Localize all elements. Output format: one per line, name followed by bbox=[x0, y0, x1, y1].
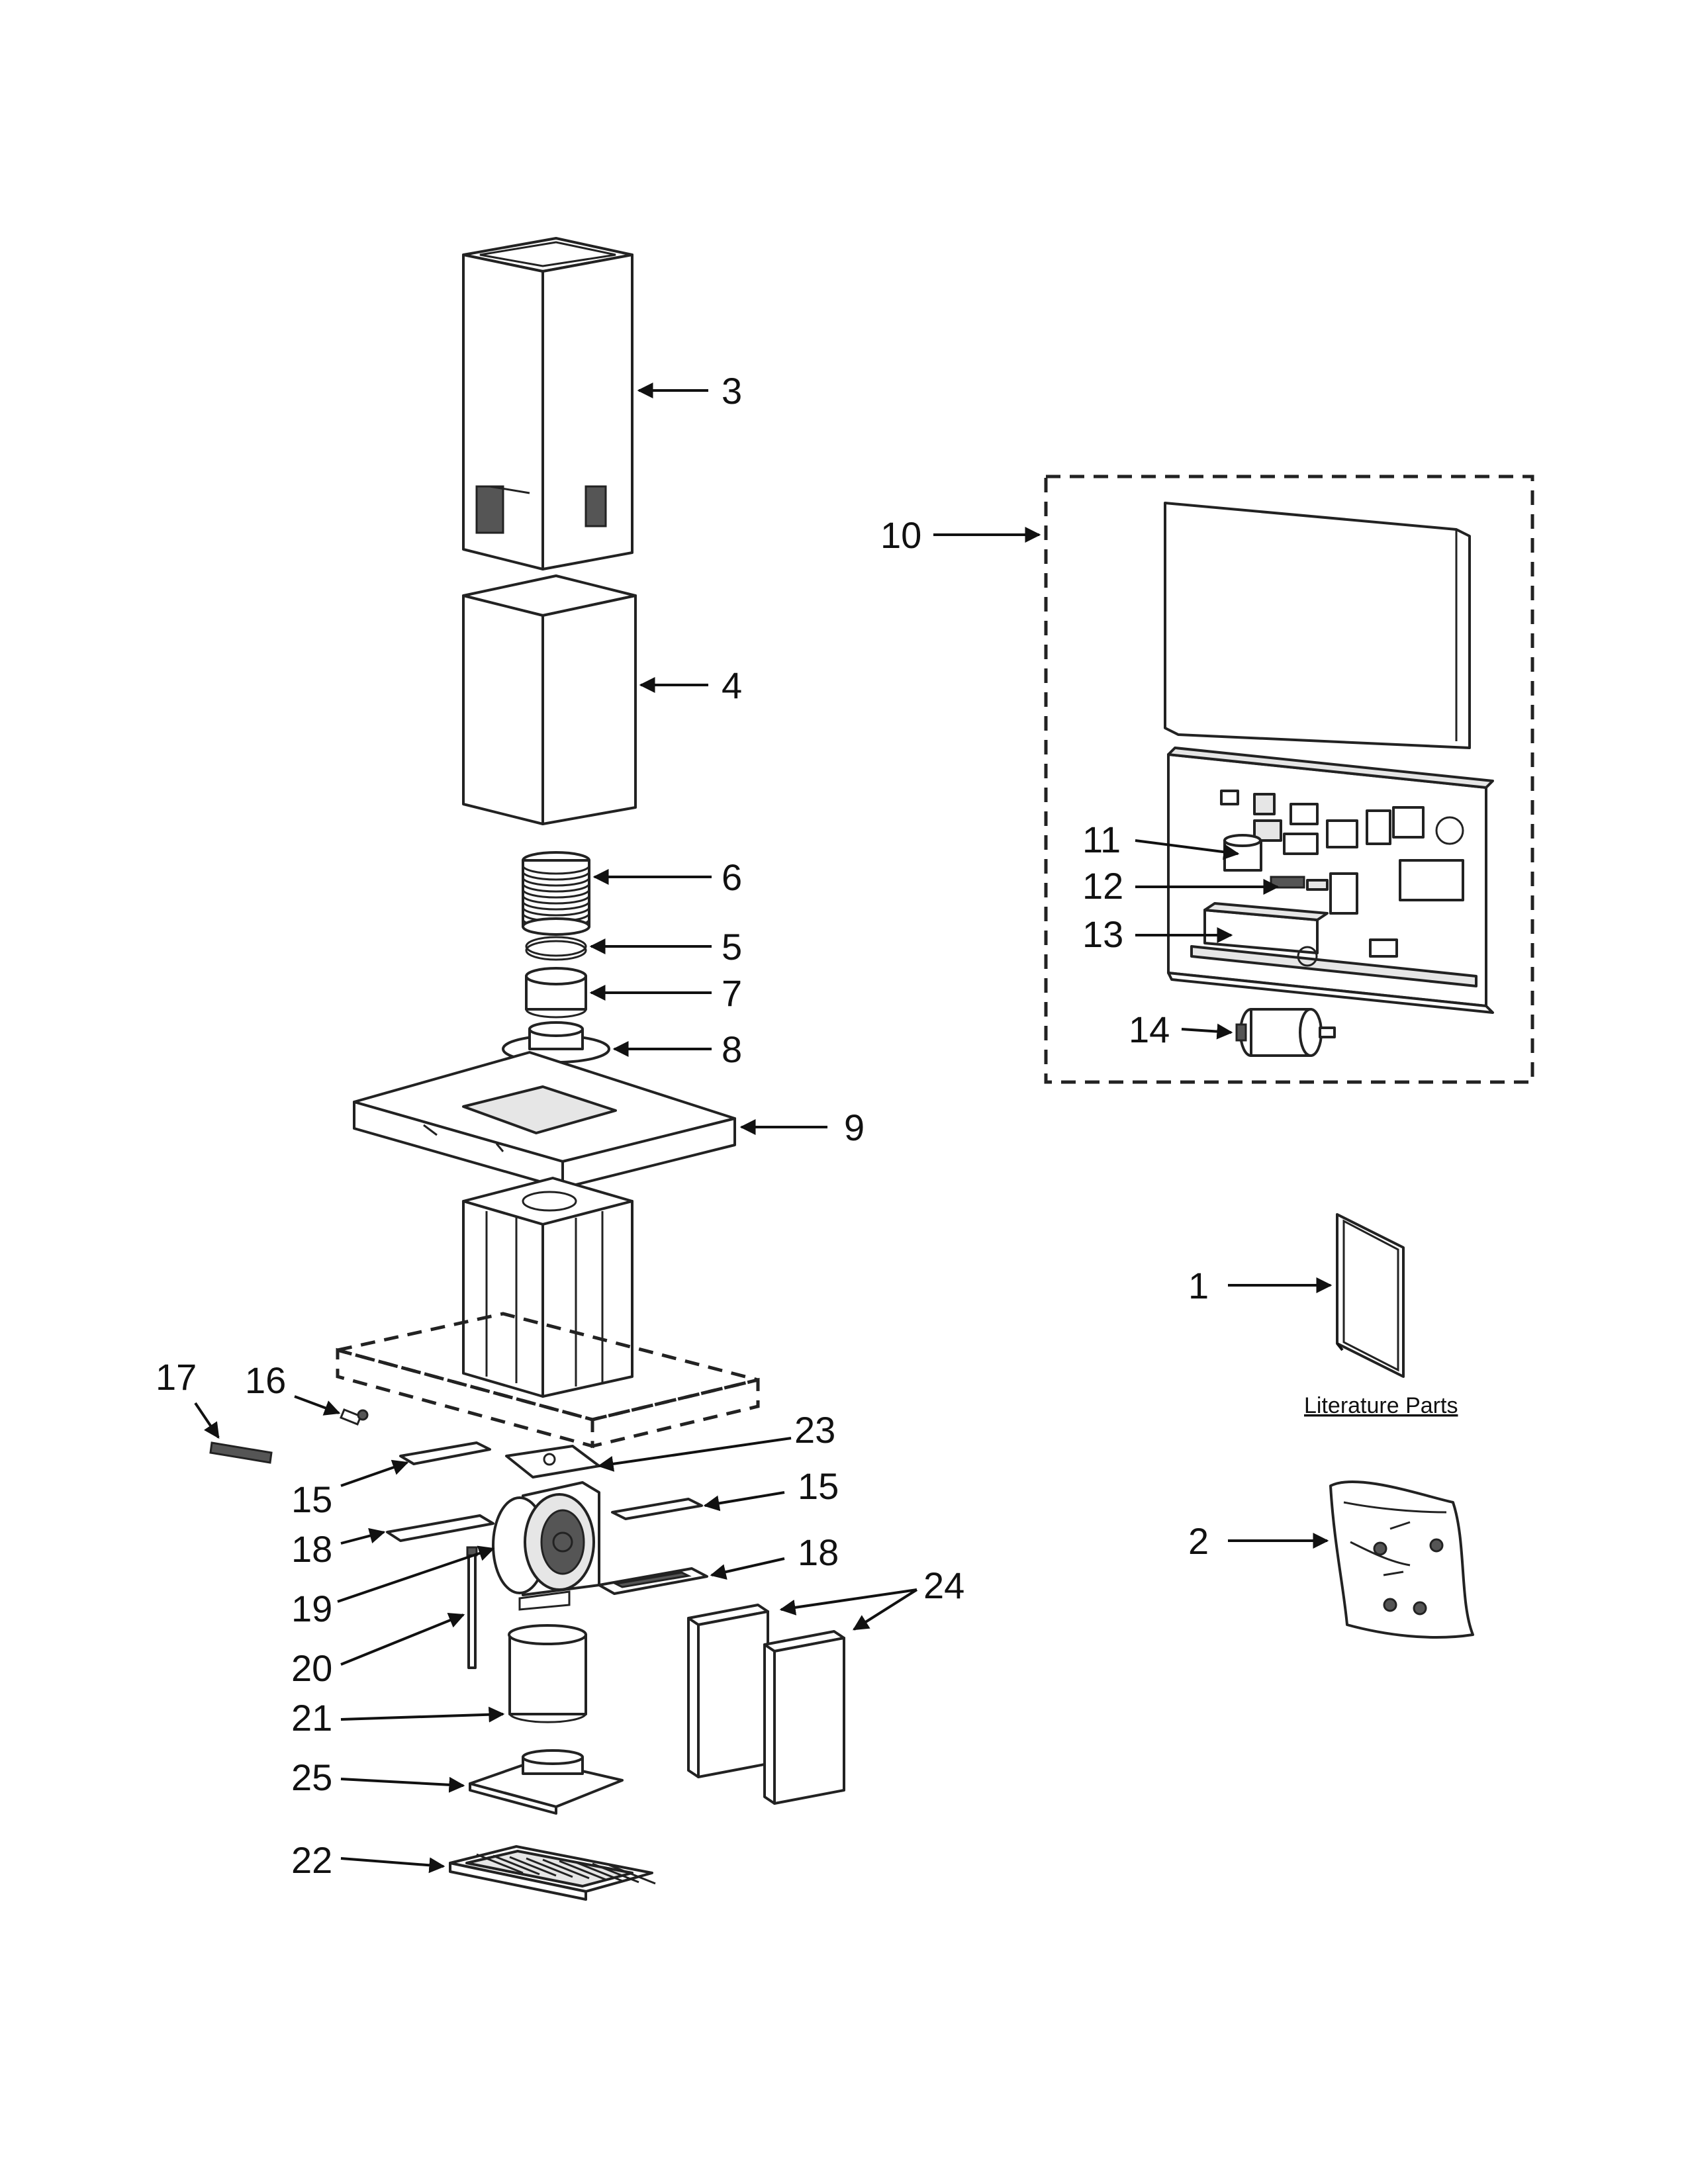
callout-15-right: 15 bbox=[798, 1465, 839, 1507]
callout-2: 2 bbox=[1188, 1520, 1209, 1562]
callout-21: 21 bbox=[291, 1697, 332, 1739]
part-filter-left bbox=[386, 1514, 494, 1542]
callout-23: 23 bbox=[794, 1409, 835, 1451]
callout-5: 5 bbox=[722, 926, 742, 968]
callout-9: 9 bbox=[844, 1107, 865, 1148]
part-electrical-cover bbox=[1164, 502, 1471, 749]
callout-8: 8 bbox=[722, 1028, 742, 1070]
part-filter-right bbox=[598, 1567, 708, 1595]
part-charcoal-filter-a bbox=[687, 1604, 769, 1778]
part-damper-collar bbox=[502, 1021, 610, 1064]
part-clamp bbox=[525, 936, 587, 961]
callout-16: 16 bbox=[245, 1359, 286, 1401]
hood-body bbox=[336, 1177, 760, 1449]
callout-7: 7 bbox=[722, 972, 742, 1014]
part-motor bbox=[1235, 1008, 1336, 1057]
callout-12: 12 bbox=[1082, 865, 1123, 907]
part-recirculation-duct bbox=[508, 1624, 587, 1723]
callout-labels: 3 4 6 5 7 8 9 10 11 12 13 14 1 2 17 16 2… bbox=[156, 370, 1458, 1881]
callout-18-left: 18 bbox=[291, 1528, 332, 1570]
callout-6: 6 bbox=[722, 856, 742, 898]
leader-lines bbox=[194, 383, 1333, 1874]
part-lower-chimney bbox=[462, 574, 637, 825]
part-recirculation-plate bbox=[469, 1749, 624, 1815]
callout-14: 14 bbox=[1129, 1009, 1170, 1050]
part-canopy-cover bbox=[353, 1051, 736, 1189]
board-components bbox=[1220, 790, 1464, 958]
group-10-box bbox=[1044, 475, 1534, 1084]
callout-17: 17 bbox=[156, 1356, 197, 1398]
part-hardware-bag bbox=[1329, 1480, 1474, 1639]
part-collar bbox=[525, 967, 587, 1019]
callout-3: 3 bbox=[722, 370, 742, 412]
part-blower bbox=[492, 1481, 600, 1611]
part-relay bbox=[1270, 876, 1329, 891]
part-literature-booklet bbox=[1336, 1213, 1405, 1378]
part-switch bbox=[340, 1408, 369, 1426]
callout-24: 24 bbox=[923, 1565, 964, 1606]
callout-11: 11 bbox=[1082, 819, 1121, 860]
part-mount-plate bbox=[505, 1445, 600, 1479]
callout-4: 4 bbox=[722, 664, 742, 706]
part-flex-duct bbox=[522, 851, 590, 936]
callout-20: 20 bbox=[291, 1647, 332, 1689]
callout-1: 1 bbox=[1188, 1265, 1209, 1306]
literature-parts-label: Literature Parts bbox=[1304, 1393, 1458, 1418]
callout-10: 10 bbox=[880, 514, 921, 556]
callout-22: 22 bbox=[291, 1839, 332, 1881]
part-bracket-right bbox=[611, 1498, 703, 1520]
part-bracket-upper bbox=[399, 1441, 491, 1465]
part-grease-filter bbox=[449, 1845, 656, 1901]
callout-13: 13 bbox=[1082, 913, 1123, 955]
part-upper-chimney bbox=[462, 237, 633, 570]
part-transformer bbox=[1203, 902, 1329, 967]
callout-19: 19 bbox=[291, 1588, 332, 1629]
part-control-panel bbox=[209, 1441, 273, 1464]
callout-15-left: 15 bbox=[291, 1479, 332, 1520]
part-charcoal-filter-b bbox=[763, 1630, 845, 1805]
callout-25: 25 bbox=[291, 1756, 332, 1798]
part-rod bbox=[466, 1546, 478, 1669]
callout-18-right: 18 bbox=[798, 1531, 839, 1573]
